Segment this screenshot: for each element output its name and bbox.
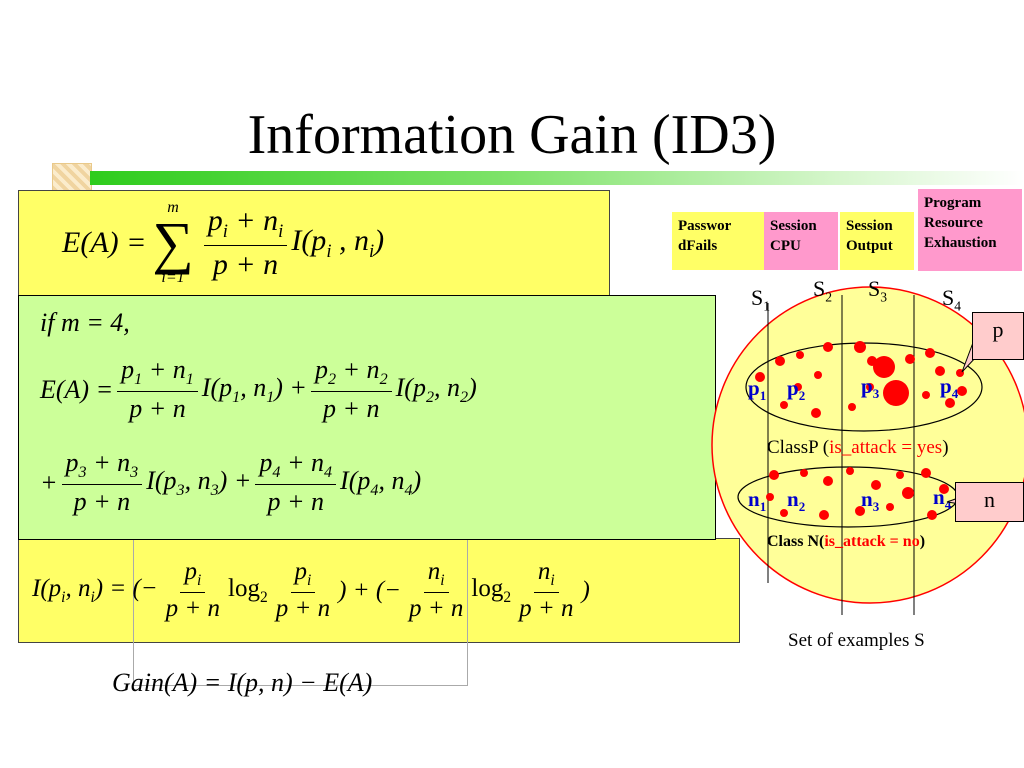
callout-n: n (955, 482, 1024, 522)
n2-label: n2 (787, 487, 806, 515)
entropy-info-term: I(pi , ni) (291, 223, 385, 262)
p1-label: p1 (748, 376, 767, 404)
information-formula-box (18, 538, 740, 643)
summation: m ∑ i=1 (152, 199, 194, 286)
callout-p: p (972, 312, 1024, 360)
attribute-program-resource-exhaustion: Program Resource Exhaustion (918, 189, 1022, 271)
weight-fraction: pi + ni p + n (203, 204, 288, 282)
example-set-ellipse (711, 286, 1024, 604)
slide-title: Information Gain (ID3) (247, 104, 777, 166)
gain-formula: Gain(A) = I(p, n) − E(A) (112, 668, 373, 697)
class-p-label: ClassP (is_attack = yes) (767, 437, 949, 458)
expansion-box (18, 295, 716, 540)
attribute-password-fails: Passwor dFails (672, 212, 764, 270)
example-set-diagram (711, 286, 1024, 615)
subset-label-2: S2 (813, 276, 833, 305)
n1-label: n1 (748, 487, 767, 515)
entropy-formula-box (18, 190, 610, 297)
subset-label-1: S1 (751, 285, 771, 314)
p3-label: p3 (861, 374, 880, 402)
sigma-symbol: ∑ (152, 210, 194, 275)
subset-label-3: S3 (868, 276, 888, 305)
expansion-condition: if m = 4, (40, 308, 130, 337)
n4-label: n4 (933, 485, 952, 513)
entropy-lhs: E(A) = (62, 226, 147, 259)
diagram-caption: Set of examples S (788, 630, 925, 651)
attribute-session-output: Session Output (840, 212, 914, 270)
attribute-session-cpu: Session CPU (764, 212, 838, 270)
title-underline (90, 171, 1024, 185)
subset-label-4: S4 (942, 285, 962, 314)
n3-label: n3 (861, 487, 880, 515)
entropy-formula: E(A) = m ∑ i=1 pi + ni p + n I(pi , ni) (62, 193, 384, 293)
sum-lower-limit: i=1 (161, 269, 185, 286)
example-dots (755, 341, 967, 520)
p4-label: p4 (940, 374, 959, 402)
class-n-label: Class N(is_attack = no) (767, 533, 926, 550)
p2-label: p2 (787, 376, 806, 404)
